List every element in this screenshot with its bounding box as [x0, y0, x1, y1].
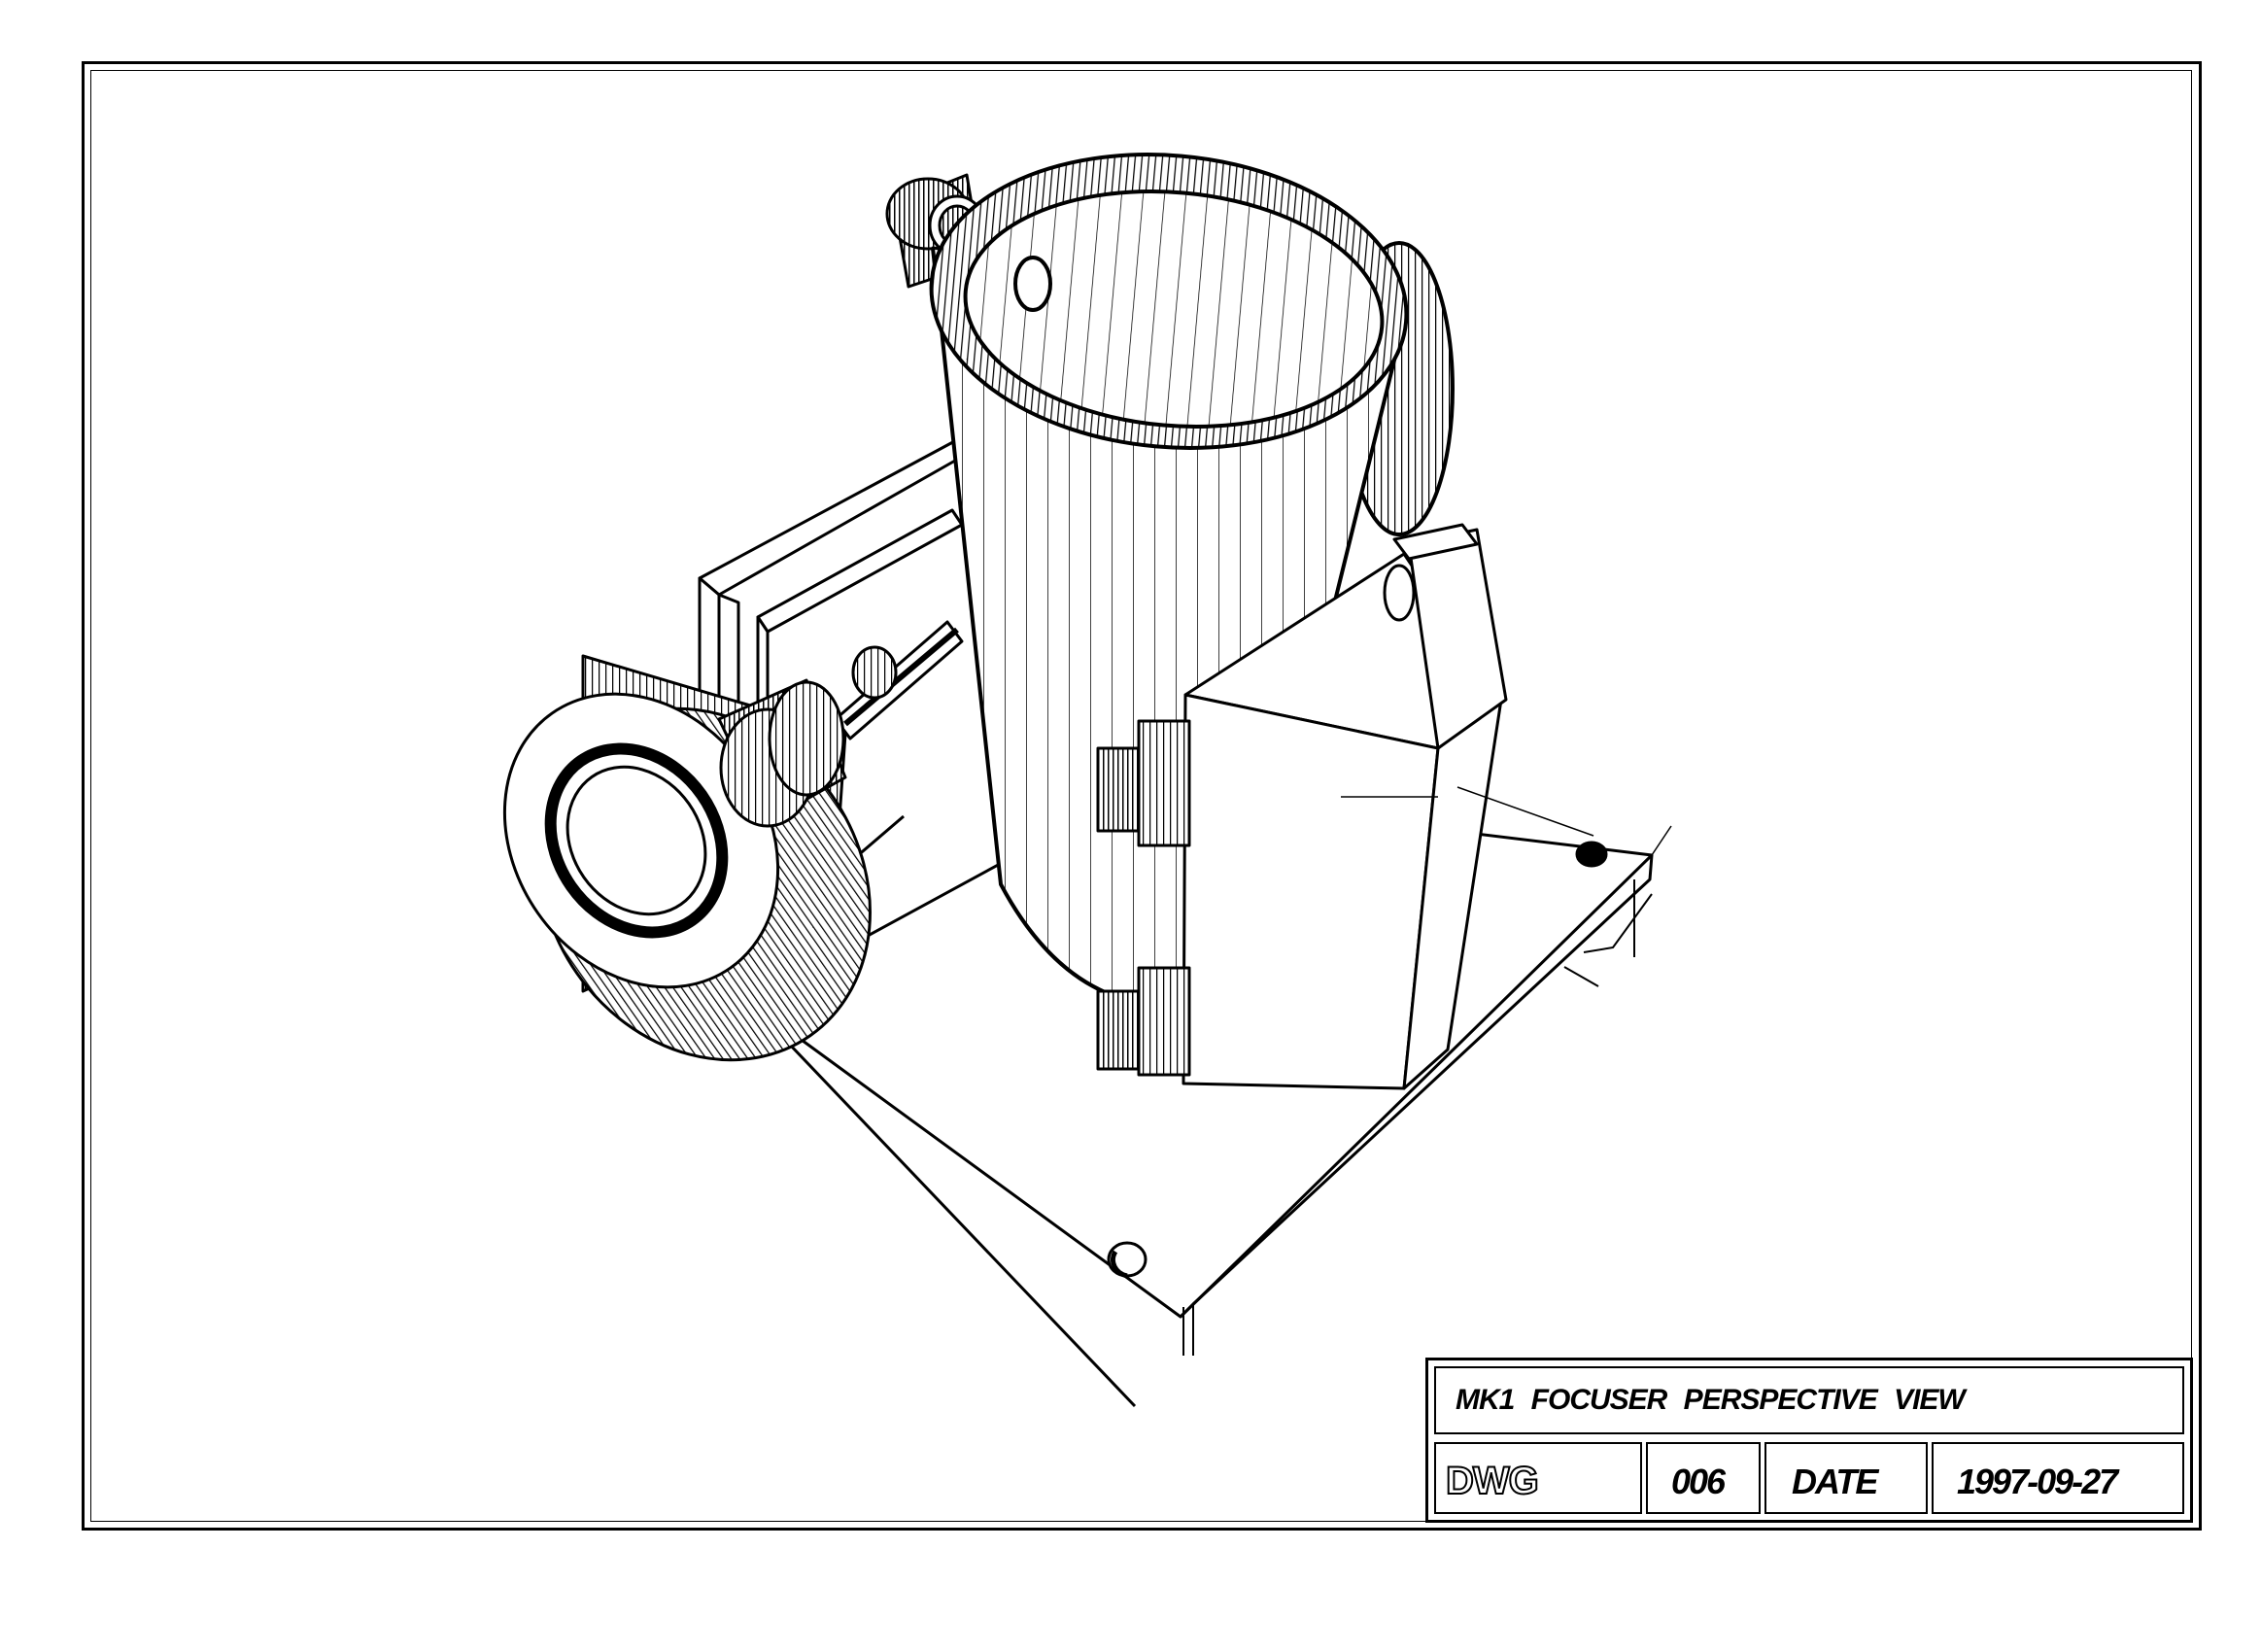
border-frame-inner	[90, 70, 2192, 1522]
date-label-cell: DATE	[1764, 1442, 1928, 1514]
front-clamp-block	[1182, 523, 1594, 1090]
drawing-title: MK1 FOCUSER PERSPECTIVE VIEW	[1456, 1384, 1966, 1416]
dwg-number-cell: 006	[1646, 1442, 1761, 1514]
drive-shaft	[834, 620, 964, 740]
date-value: 1997-09-27	[1957, 1462, 2118, 1501]
title-row: MK1 FOCUSER PERSPECTIVE VIEW	[1434, 1366, 2184, 1434]
dwg-label: DWG	[1445, 1459, 1540, 1503]
dwg-label-cell: DWG	[1434, 1442, 1642, 1514]
clamp-screw-upper	[1096, 719, 1191, 847]
front-knob-hub	[717, 678, 847, 828]
date-value-cell: 1997-09-27	[1932, 1442, 2184, 1514]
focuser-tube	[929, 153, 1409, 1008]
title-block: MK1 FOCUSER PERSPECTIVE VIEW DWG 006 DAT…	[1425, 1358, 2193, 1523]
border-frame-outer	[82, 61, 2202, 1531]
clamp-screw-lower	[1096, 966, 1191, 1077]
dwg-number: 006	[1671, 1462, 1726, 1501]
date-label: DATE	[1792, 1462, 1878, 1501]
